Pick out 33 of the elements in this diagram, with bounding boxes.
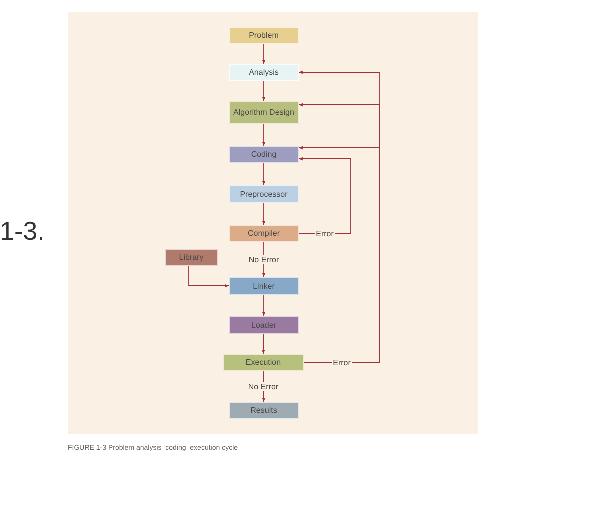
- process-box: [229, 277, 299, 295]
- arrow: [298, 157, 352, 234]
- box-label: Algorithm Design: [234, 108, 294, 117]
- process-box: [229, 64, 299, 81]
- process-box: [229, 27, 299, 44]
- box-label: Analysis: [249, 68, 279, 77]
- arrow: [262, 44, 266, 64]
- box-label: Loader: [252, 320, 276, 330]
- figure-number: 1-3.: [0, 216, 45, 247]
- arrow: [262, 162, 266, 186]
- box-label: Linker: [253, 282, 275, 290]
- box-label: Compiler: [248, 229, 280, 238]
- box-label: Problem: [249, 31, 279, 40]
- box-label: Library: [179, 253, 204, 262]
- arrow: [262, 202, 266, 226]
- process-box: [229, 185, 299, 203]
- process-box: [229, 101, 299, 124]
- box-label: Preprocessor: [240, 190, 288, 198]
- box-label: Execution: [246, 358, 282, 367]
- arrow: [262, 294, 266, 316]
- arrow: [262, 334, 266, 354]
- arrow: [262, 124, 266, 146]
- box-label: Coding: [251, 150, 277, 159]
- process-box: [229, 146, 299, 163]
- arrow: [262, 80, 266, 102]
- process-box: [229, 316, 299, 334]
- arrow: [188, 266, 230, 288]
- arrow: [298, 146, 380, 363]
- process-box: [165, 249, 218, 266]
- box-label: Results: [250, 406, 278, 415]
- process-box: [223, 354, 304, 371]
- process-box: [229, 225, 299, 242]
- process-box: [229, 402, 299, 419]
